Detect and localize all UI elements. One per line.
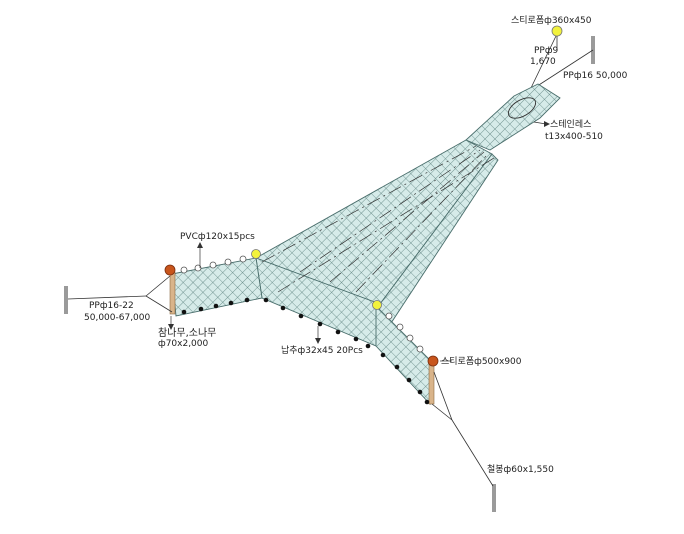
float-line-top [529,35,557,91]
label-rope-pp9: PPф9 [534,46,559,56]
label-stainless: 스테인레스 [550,119,591,130]
label-anchor-left-2: 50,000-67,000 [84,313,151,323]
pvc-floats-right [385,312,424,353]
float-orange-left [164,264,176,276]
anchor-stake-bottom [492,484,496,512]
wood-stake-right [428,361,435,405]
label-wood-1: 참나무,소나무 [158,327,216,339]
sinkers [181,297,430,405]
float-yellow-left [251,249,261,259]
float-yellow-right [372,300,382,310]
arrow-stainless [544,121,550,127]
stainless-ring [507,97,537,119]
float-orange-right [427,355,439,367]
anchor-stake-left [64,286,68,314]
label-anchor-top: PPф16 50,000 [563,71,628,81]
label-pvc-float: PVCф120x15pcs [180,232,255,242]
funnel-dashed-lines [261,145,495,293]
label-float-top: 스티로폼ф360x450 [511,15,592,26]
float-top-yellow [551,25,563,37]
arrow-wood [168,324,174,330]
anchor-rope-bottom [431,371,494,487]
wood-stake-left [169,271,176,315]
pvc-floats-left [180,255,247,274]
label-sinker: 납추ф32x45 20Pcs [281,345,363,356]
label-iron-bar: 철봉ф60x1,550 [487,464,554,475]
label-float-right: 스티로폼ф500x900 [441,356,522,367]
label-stainless-spec: t13x400-510 [545,132,603,142]
anchor-rope-left [67,275,173,313]
arrow-sinker [315,338,321,344]
arrow-pvc [197,242,203,248]
label-rope-pp9-len: 1,670 [530,57,556,67]
label-wood-2: ф70x2,000 [158,339,209,349]
label-anchor-left-1: PPф16-22 [89,301,134,311]
